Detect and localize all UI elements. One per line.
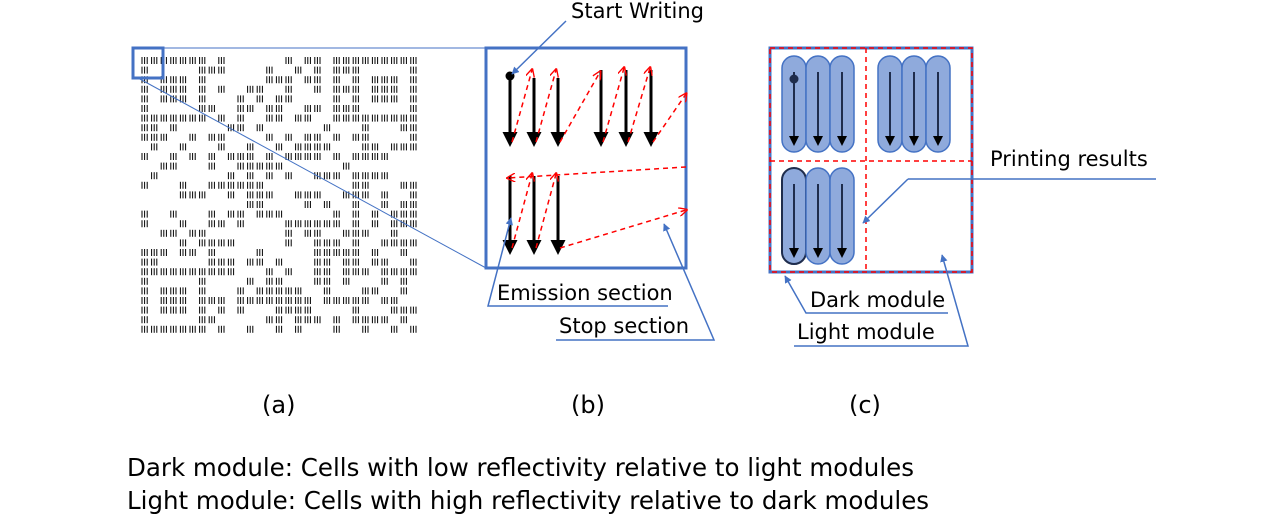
zoom-line-bottom <box>137 77 487 269</box>
dashed-return-arrow <box>602 68 624 143</box>
legend-dark-module: Dark module: Cells with low reflectivity… <box>127 453 914 482</box>
stop-leader <box>556 223 716 341</box>
legend-light-module: Light module: Cells with high reflectivi… <box>127 486 930 515</box>
writing-strokes <box>502 68 687 255</box>
dashed-return-arrow <box>511 70 532 143</box>
panel-c-label: (c) <box>849 391 881 419</box>
dark-module-label: Dark module <box>810 288 945 312</box>
dashed-return-arrow <box>511 174 532 249</box>
emission-section-label: Emission section <box>497 281 673 305</box>
dashed-return-arrow <box>652 94 686 143</box>
qr-code-pattern <box>141 57 417 333</box>
light-module-leader <box>794 254 969 347</box>
dashed-return-arrow <box>535 70 556 143</box>
panel-b-frame <box>484 46 688 270</box>
panel-b-label: (b) <box>571 391 605 419</box>
start-dot-icon <box>789 74 799 84</box>
zoom-box <box>131 46 165 80</box>
dashed-return-arrow <box>559 210 686 249</box>
panel-c-inner <box>769 47 973 273</box>
start-writing-label: Start Writing <box>571 0 704 23</box>
dashed-return-arrow <box>535 174 556 249</box>
light-module-label: Light module <box>797 320 935 344</box>
stop-section-label: Stop section <box>559 314 689 338</box>
dashed-return-arrow <box>627 68 650 143</box>
dark-modules <box>781 55 951 265</box>
emission-leader <box>487 217 668 307</box>
start-writing-leader <box>511 20 567 75</box>
printing-results-leader <box>862 178 909 224</box>
dashed-return-arrow <box>559 72 600 143</box>
printing-results-label: Printing results <box>990 147 1148 171</box>
dark-module-leader <box>784 275 948 314</box>
panel-a-label: (a) <box>262 391 295 419</box>
dashed-return-arrow <box>508 166 687 178</box>
